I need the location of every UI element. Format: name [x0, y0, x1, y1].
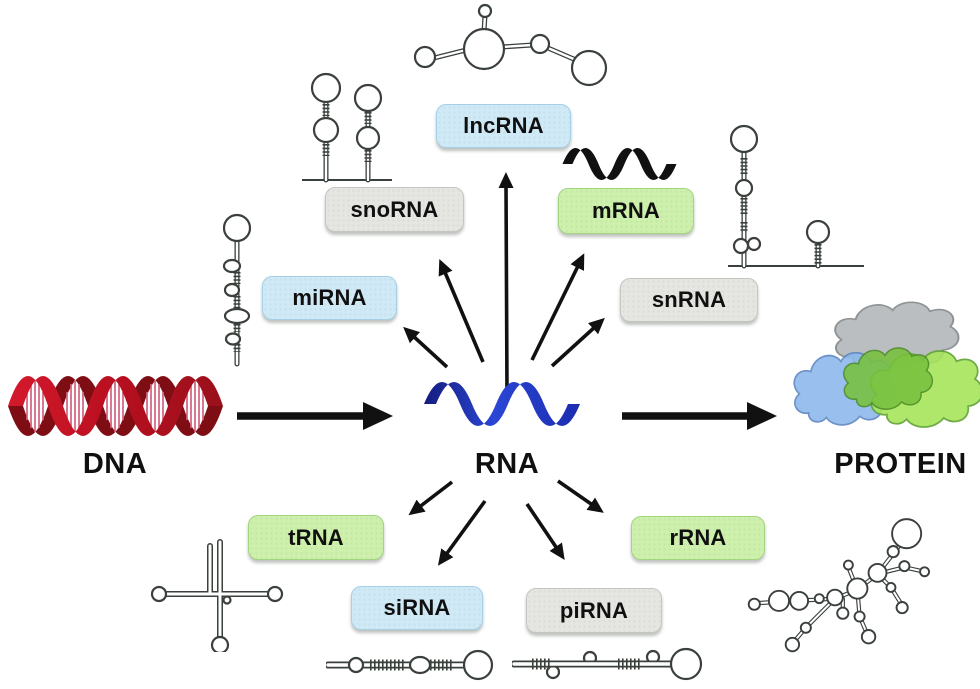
- rna-type-box-pirna: piRNA: [526, 588, 662, 633]
- arrow-rna-to-sirna: [437, 499, 487, 566]
- mirna-structure-icon: [222, 213, 252, 367]
- trna-structure-icon: [150, 539, 284, 652]
- arrow-rna-to-snorna: [438, 258, 485, 363]
- rna-type-box-snrna: snRNA: [620, 278, 758, 322]
- mrna-wave-icon: [562, 148, 677, 180]
- arrow-rna-to-snrna: [550, 317, 605, 368]
- snrna-structure-icon: [728, 124, 864, 269]
- pirna-structure-icon: [512, 647, 703, 681]
- sirna-structure-icon: [326, 649, 494, 681]
- rna-type-box-trna: tRNA: [248, 515, 384, 560]
- rrna-structure-icon: [747, 518, 930, 653]
- arrow-rna-to-rrna: [556, 479, 604, 513]
- snorna-structure-icon: [302, 72, 392, 183]
- arrow-rna-to-mirna: [403, 326, 449, 369]
- rna-wave-icon: [424, 382, 580, 426]
- dna-helix-icon: [8, 376, 223, 436]
- arrow-rna-to-pirna: [525, 502, 565, 560]
- rna-type-box-lncrna: lncRNA: [436, 104, 571, 148]
- rna-label: RNA: [474, 448, 540, 480]
- rna-type-box-snorna: snoRNA: [325, 187, 464, 232]
- protein-label: PROTEIN: [834, 448, 967, 480]
- rna-type-box-rrna: rRNA: [631, 516, 765, 560]
- lncrna-structure-icon: [413, 3, 608, 87]
- arrow-rna-to-mrna: [530, 253, 585, 361]
- rna-type-box-mrna: mRNA: [558, 188, 694, 234]
- rna-type-box-mirna: miRNA: [262, 276, 397, 320]
- arrow-rna-to-trna: [408, 480, 454, 516]
- arrow-rna-to-lncrna: [498, 172, 514, 393]
- protein-blob-icon: [793, 301, 980, 428]
- dna-label: DNA: [82, 448, 148, 480]
- rna-type-box-sirna: siRNA: [351, 586, 483, 630]
